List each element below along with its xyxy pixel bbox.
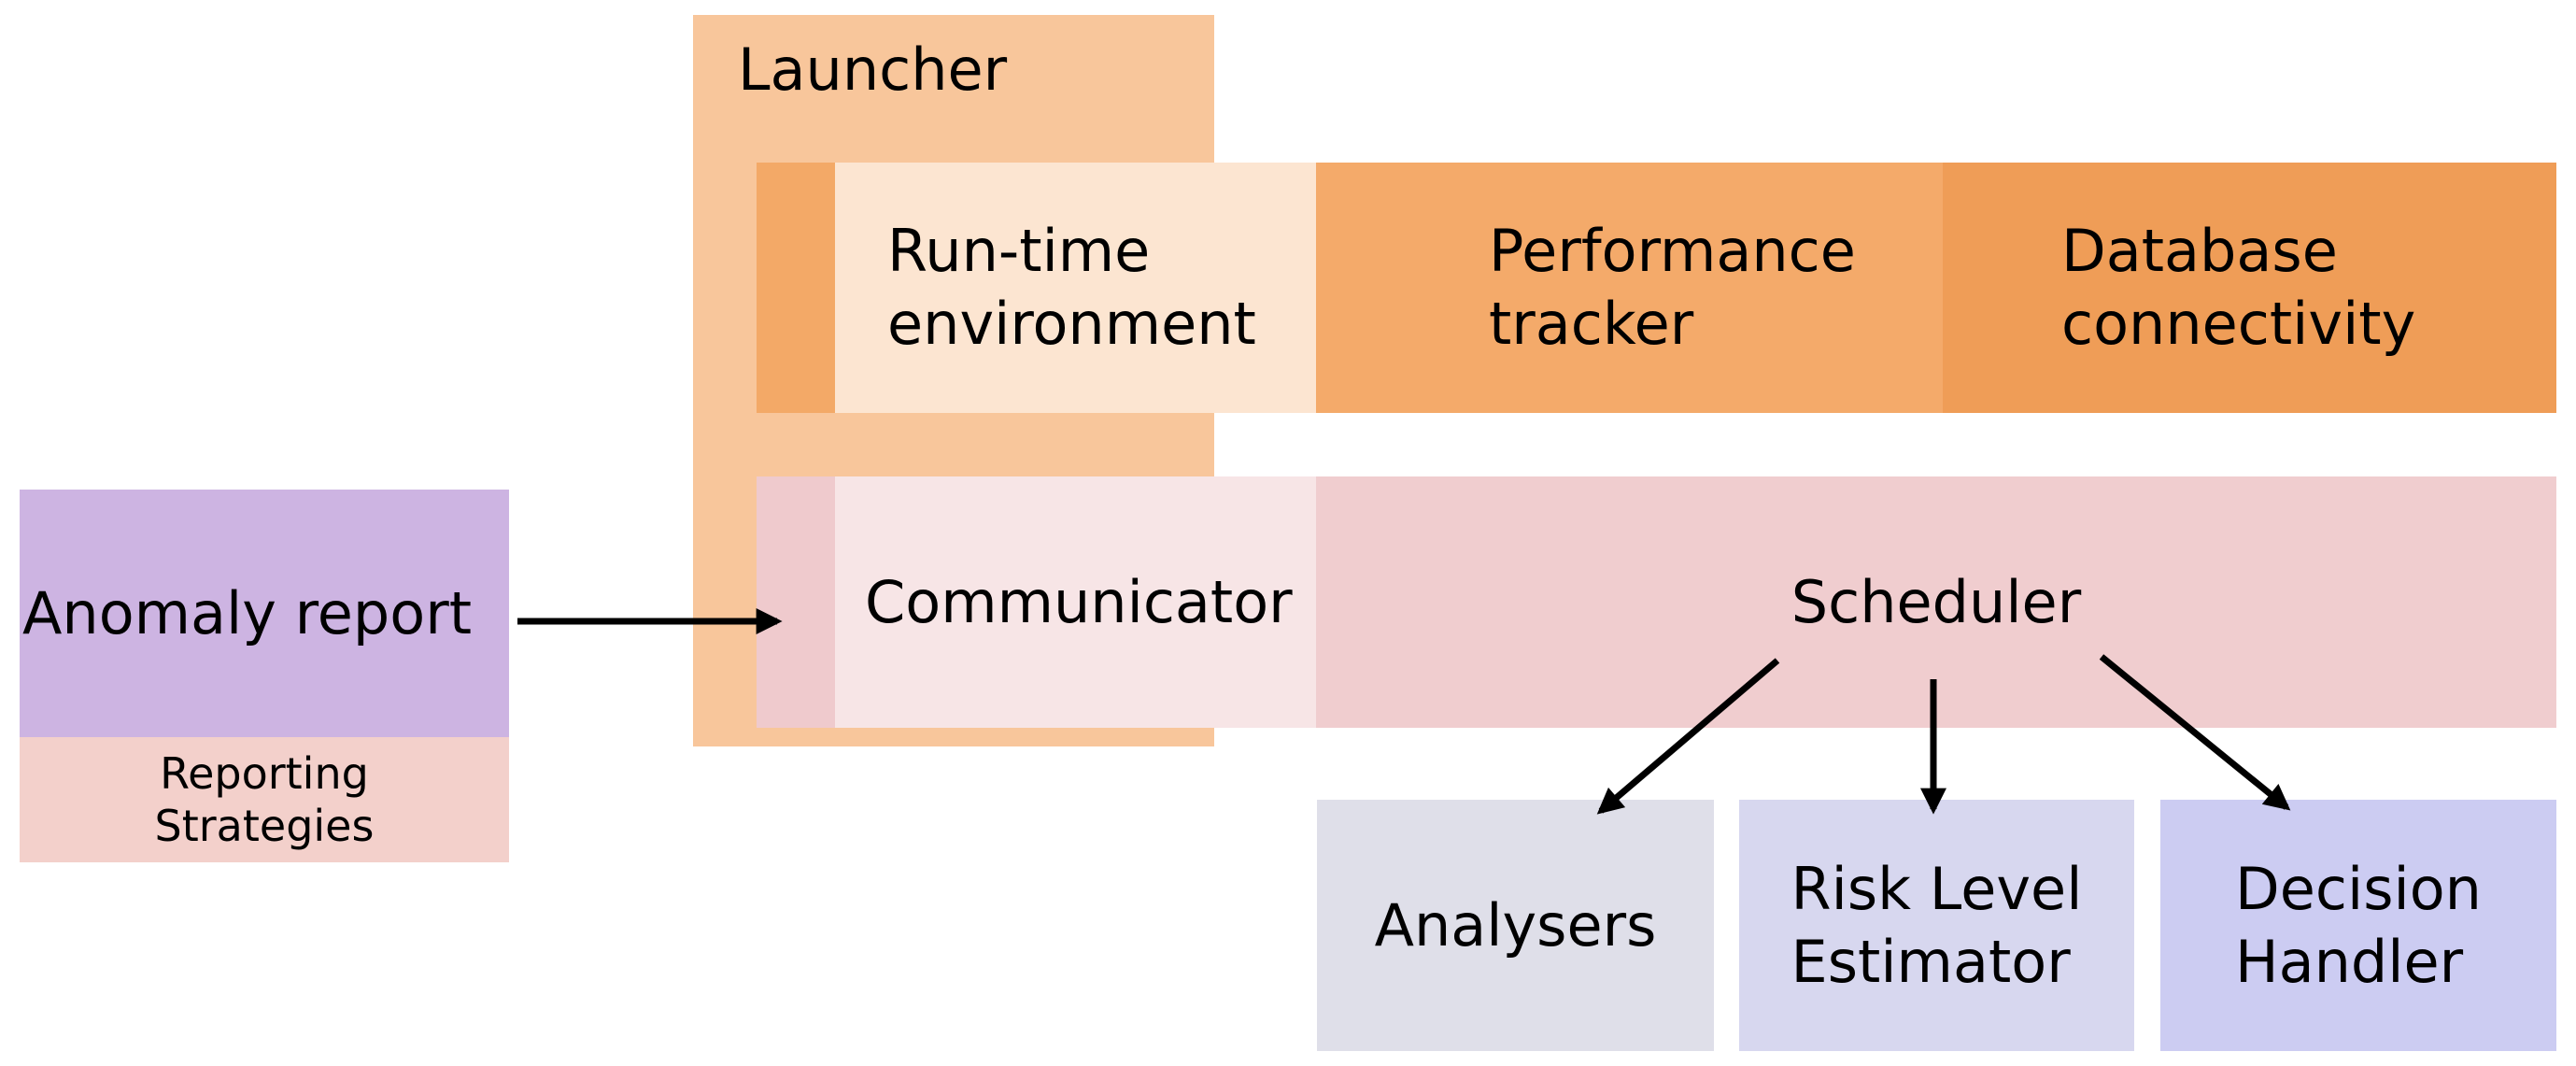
- decision-handler-label: Decision Handler: [2235, 854, 2482, 996]
- scheduler-label: Scheduler: [1790, 567, 2082, 636]
- performance-tracker-label: Performance tracker: [1489, 217, 1856, 358]
- risk-level-estimator-box: Risk Level Estimator: [1739, 800, 2134, 1051]
- anomaly-report-label: Anomaly report: [22, 578, 473, 647]
- analysers-box: Analysers: [1317, 800, 1714, 1051]
- communicator-accent-strip: [757, 476, 835, 728]
- runtime-environment-label: Run-time environment: [887, 217, 1256, 358]
- communicator-label: Communicator: [865, 567, 1293, 636]
- reporting-strategies-box: Reporting Strategies: [20, 737, 509, 862]
- database-connectivity-box: Database connectivity: [1943, 163, 2556, 413]
- decision-handler-box: Decision Handler: [2160, 800, 2556, 1051]
- risk-level-estimator-label: Risk Level Estimator: [1790, 854, 2083, 996]
- scheduler-box: Scheduler: [1316, 476, 2556, 728]
- launcher-label: Launcher: [738, 36, 1008, 104]
- runtime-environment-box: Run-time environment: [835, 163, 1316, 413]
- communicator-box: Communicator: [835, 476, 1316, 728]
- anomaly-report-box: Anomaly report: [20, 490, 509, 737]
- performance-tracker-box: Performance tracker: [1316, 163, 1943, 413]
- analysers-label: Analysers: [1374, 890, 1657, 959]
- launcher-accent-strip: [757, 163, 835, 413]
- reporting-strategies-label: Reporting Strategies: [154, 748, 375, 851]
- database-connectivity-label: Database connectivity: [2061, 217, 2416, 358]
